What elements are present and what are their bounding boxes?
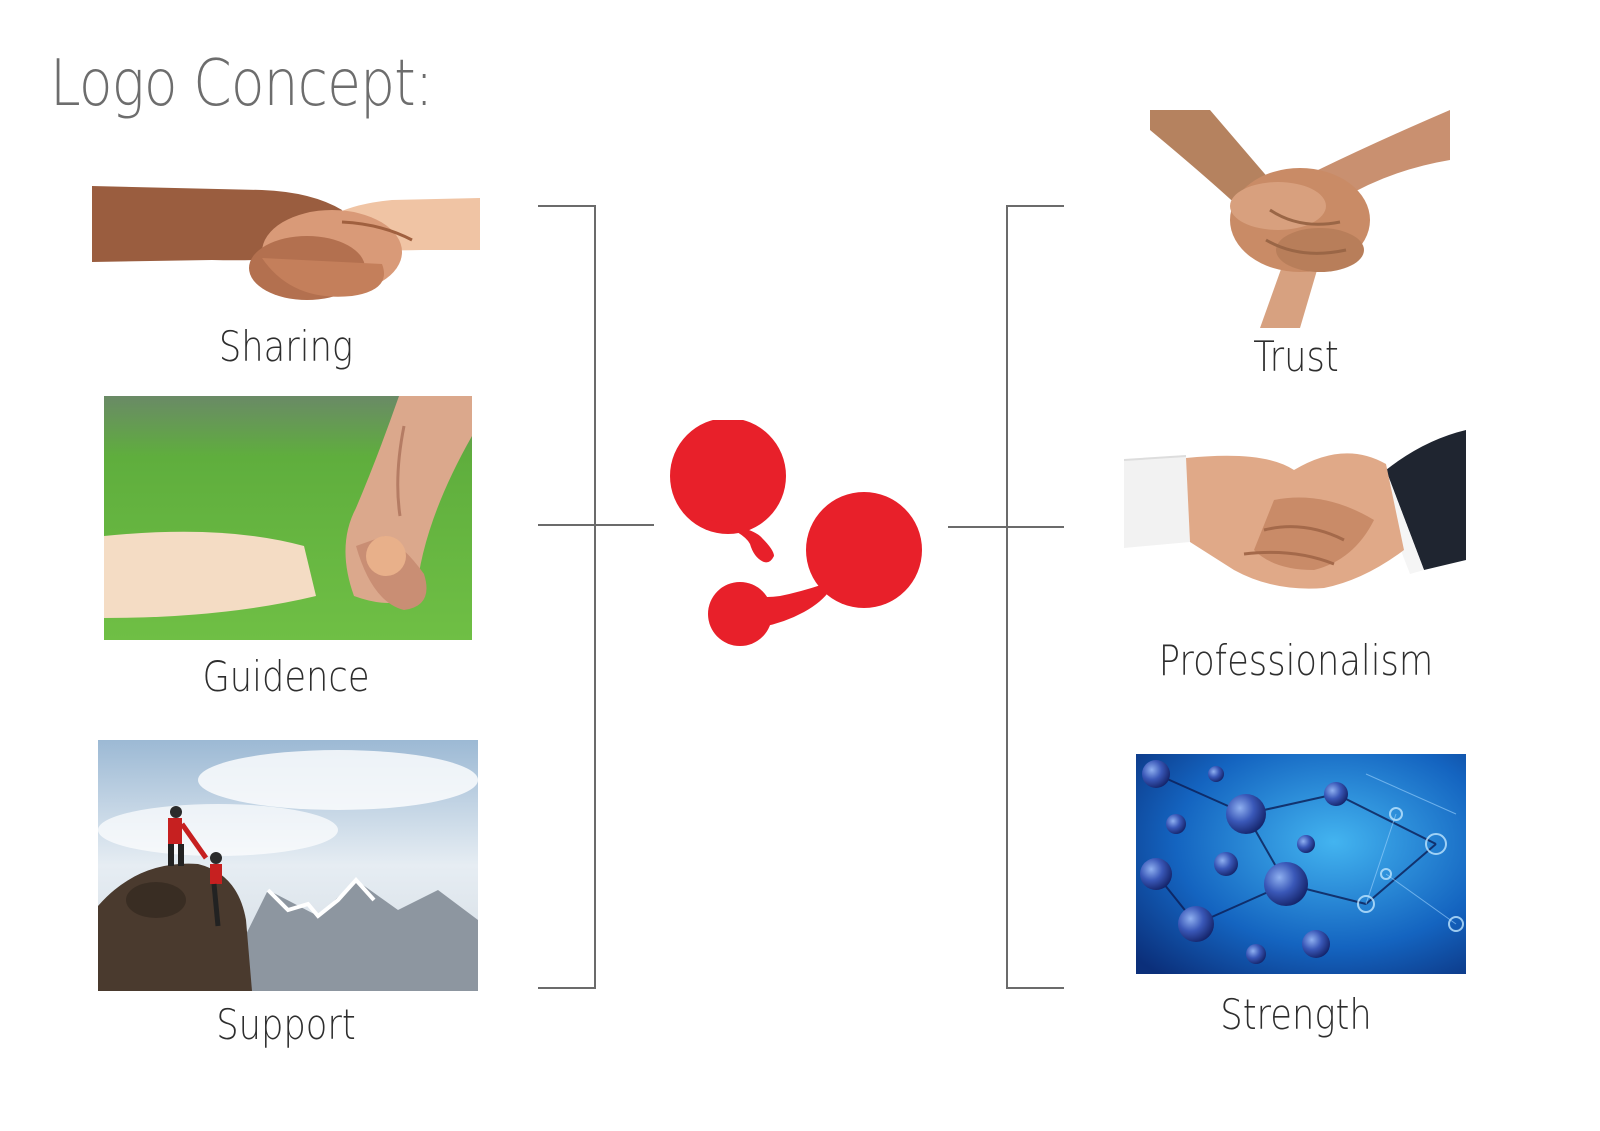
handshake-photo [92, 180, 480, 306]
molecules-photo [1136, 754, 1466, 974]
label-guidence: Guidence [202, 652, 370, 701]
right-bracket-middle [948, 526, 1064, 528]
climbers-photo [98, 740, 478, 991]
right-bracket-vertical [1006, 205, 1008, 989]
holding-hands-photo [104, 396, 472, 640]
page-title: Logo Concept: [50, 47, 433, 121]
left-bracket-top [538, 205, 596, 207]
business-handshake-photo [1124, 430, 1466, 592]
right-bracket-bottom [1006, 987, 1064, 989]
label-trust: Trust [1253, 332, 1339, 381]
left-bracket-vertical [594, 205, 596, 989]
left-bracket-bottom [538, 987, 596, 989]
interlocked-arms-photo [1150, 110, 1450, 328]
label-support: Support [216, 1000, 356, 1049]
left-bracket-middle [538, 524, 654, 526]
label-sharing: Sharing [218, 322, 354, 371]
right-bracket-top [1006, 205, 1064, 207]
label-professionalism: Professionalism [1158, 636, 1434, 685]
red-blob-logo-icon [670, 418, 960, 660]
label-strength: Strength [1220, 990, 1372, 1039]
